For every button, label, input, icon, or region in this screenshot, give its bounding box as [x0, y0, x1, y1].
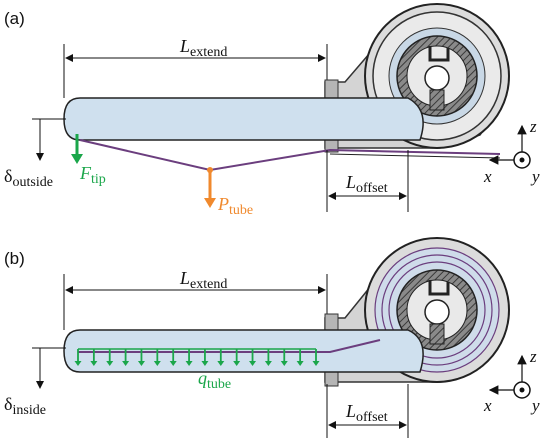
q-tube-load-arrow [185, 349, 193, 366]
q-tube-load-arrow [169, 349, 177, 366]
q-tube-load-arrow [312, 349, 320, 366]
l-offset-dimension-b: Loffset [326, 384, 409, 438]
q-tube-load-arrow [233, 349, 241, 366]
q-tube-load-arrow [153, 349, 161, 366]
svg-text:x: x [483, 167, 492, 186]
p-tube-force-a: Ptube [204, 167, 253, 218]
svg-text:δinside: δinside [4, 394, 46, 418]
svg-text:x: x [483, 396, 492, 415]
cable-a [79, 139, 501, 172]
q-tube-load-arrow [217, 349, 225, 366]
delta-outside-a: δoutside [4, 118, 66, 190]
l-extend-dimension-a: Lextend [63, 36, 328, 98]
tube-a [63, 97, 424, 141]
svg-text:z: z [529, 347, 537, 366]
q-tube-load-arrow [280, 349, 288, 366]
coord-axes-a: z x y [483, 117, 540, 186]
q-tube-load-arrow [74, 349, 82, 366]
q-tube-load-arrow [106, 349, 114, 366]
svg-text:δoutside: δoutside [4, 166, 53, 190]
cable-b [78, 339, 381, 353]
q-tube-load-arrow [201, 349, 209, 366]
panel-a: (a) Lextend δ [4, 3, 540, 218]
svg-text:Loffset: Loffset [345, 401, 388, 425]
q-tube-load-arrow [122, 349, 130, 366]
q-tube-load-arrow [249, 349, 257, 366]
svg-text:y: y [530, 396, 540, 415]
svg-text:y: y [530, 167, 540, 186]
l-extend-label-a: Lextend [179, 36, 227, 60]
svg-text:Lextend: Lextend [179, 268, 227, 292]
q-tube-load-b [74, 348, 320, 366]
panel-b: (b) Lextend δinside [4, 237, 540, 438]
svg-text:Ftip: Ftip [79, 163, 106, 187]
coord-axes-b: z x y [483, 347, 540, 415]
f-tip-force-a: Ftip [71, 134, 106, 187]
q-tube-load-arrow [264, 349, 272, 366]
svg-text:z: z [529, 117, 537, 136]
q-tube-load-arrow [137, 349, 145, 366]
l-extend-dimension-b: Lextend [63, 268, 328, 330]
panel-b-label: (b) [4, 249, 25, 268]
l-offset-dimension-a: Loffset [326, 150, 409, 212]
q-tube-load-arrow [90, 349, 98, 366]
delta-inside-b: δinside [4, 347, 66, 418]
svg-text:Loffset: Loffset [345, 172, 388, 196]
panel-a-label: (a) [4, 9, 25, 28]
q-tube-load-arrow [296, 349, 304, 366]
svg-text:Ptube: Ptube [217, 194, 253, 218]
q-tube-label-b: qtube [198, 368, 231, 392]
